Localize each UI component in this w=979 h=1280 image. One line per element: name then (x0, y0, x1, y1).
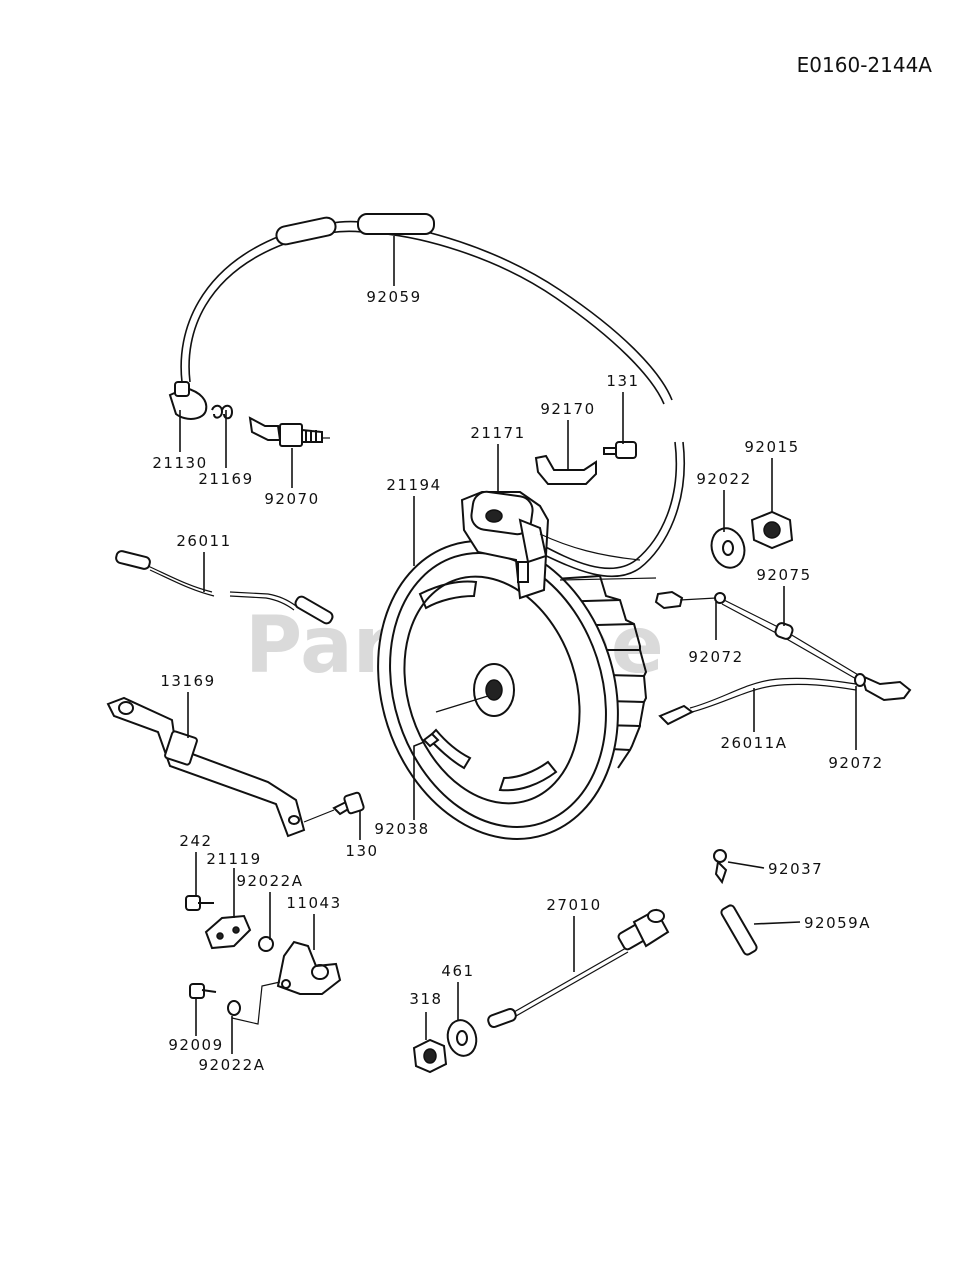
callout-92059A: 92059A (804, 914, 871, 932)
flywheel-nut (750, 510, 794, 550)
plug-cap (168, 381, 208, 420)
callout-labels: 92059 21130 21169 92070 131 92170 21171 … (152, 288, 883, 1074)
callout-92072-right: 92072 (828, 754, 883, 772)
lead-26011A (658, 677, 857, 726)
callout-92170: 92170 (540, 400, 595, 418)
callout-92059: 92059 (366, 288, 421, 306)
callout-318: 318 (409, 990, 442, 1008)
callout-21171: 21171 (470, 424, 525, 442)
callout-92070: 92070 (264, 490, 319, 508)
callout-21194: 21194 (386, 476, 441, 494)
callout-92037: 92037 (768, 860, 823, 878)
ignition-coil (460, 490, 641, 600)
callout-130: 130 (345, 842, 378, 860)
plug-spring (211, 404, 234, 420)
flywheel (377, 540, 657, 840)
spark-plug (248, 416, 330, 447)
spark-plug-lead (180, 213, 685, 578)
callout-92022A-bottom: 92022A (199, 1056, 266, 1074)
bolt-131 (603, 441, 637, 459)
lead-26011 (115, 550, 334, 625)
diagram-code: E0160-2144A (797, 53, 933, 77)
callout-461: 461 (441, 962, 474, 980)
callout-242: 242 (179, 832, 212, 850)
stop-lead (654, 590, 912, 702)
key-92038 (422, 732, 440, 748)
leader-lines (179, 236, 857, 1054)
callout-27010: 27010 (546, 896, 601, 914)
callout-11043: 11043 (286, 894, 341, 912)
callout-13169: 13169 (160, 672, 215, 690)
callout-92038: 92038 (374, 820, 429, 838)
callout-26011A: 26011A (721, 734, 788, 752)
tube-92059A (720, 904, 758, 956)
callout-21130: 21130 (152, 454, 207, 472)
coil-bracket (534, 454, 597, 485)
callout-92075: 92075 (756, 566, 811, 584)
bolt-130 (303, 791, 365, 823)
callout-92009: 92009 (168, 1036, 223, 1054)
terminal-92037 (713, 849, 728, 885)
ignition-module (185, 895, 342, 1025)
callout-21119: 21119 (206, 850, 261, 868)
callout-92072-left: 92072 (688, 648, 743, 666)
washer-92022 (710, 527, 746, 569)
nut-318 (412, 1038, 448, 1074)
callout-26011: 26011 (176, 532, 231, 550)
callout-21169: 21169 (198, 470, 253, 488)
callout-92015: 92015 (744, 438, 799, 456)
callout-92022: 92022 (696, 470, 751, 488)
callout-92022A-top: 92022A (237, 872, 304, 890)
stop-switch (487, 908, 670, 1029)
bracket-13169 (106, 696, 306, 838)
callout-131: 131 (606, 372, 639, 390)
washer-461 (446, 1019, 478, 1057)
